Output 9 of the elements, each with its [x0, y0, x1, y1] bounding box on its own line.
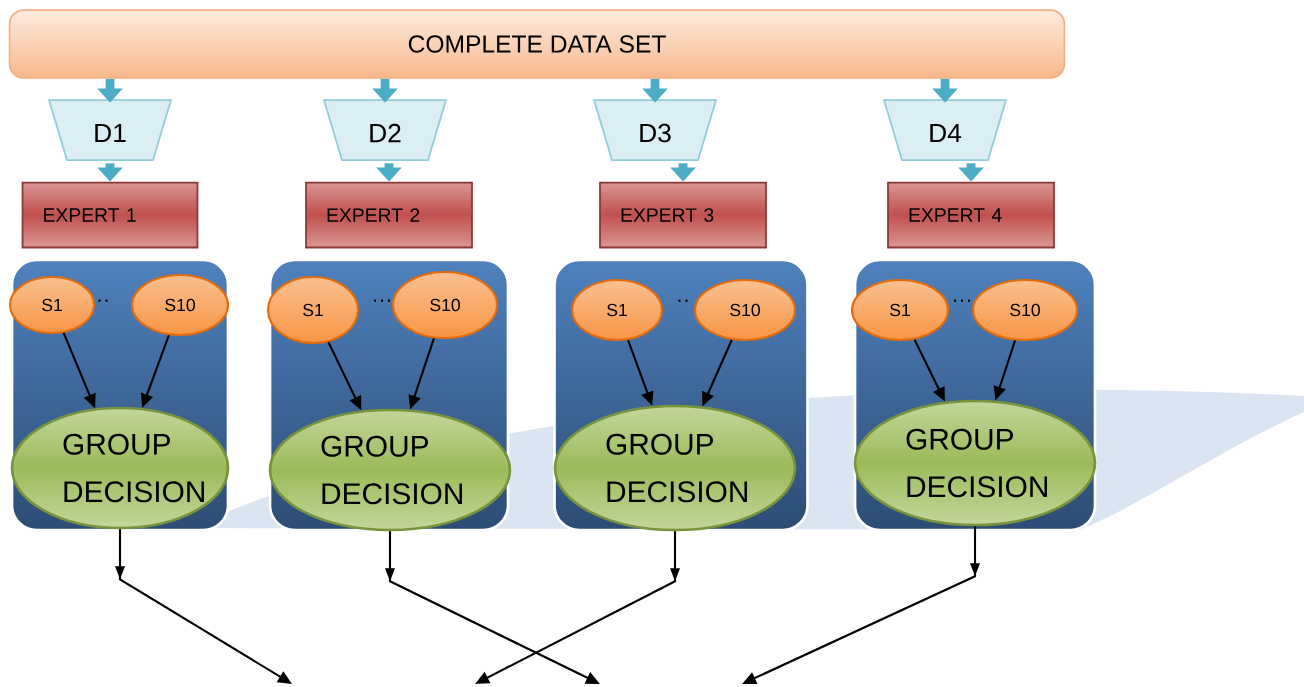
ellipsis: ···	[954, 299, 971, 302]
ellipsis: ··	[98, 299, 108, 302]
expert-box: EXPERT 2	[305, 181, 473, 249]
expert-box: EXPERT 4	[887, 181, 1055, 249]
data-set-bar: COMPLETE DATA SET	[8, 9, 1066, 79]
expert-box: EXPERT 3	[599, 181, 767, 249]
expert-box: EXPERT 1	[21, 181, 199, 249]
ellipsis: ···	[374, 299, 391, 302]
ellipsis: ··	[678, 299, 688, 302]
